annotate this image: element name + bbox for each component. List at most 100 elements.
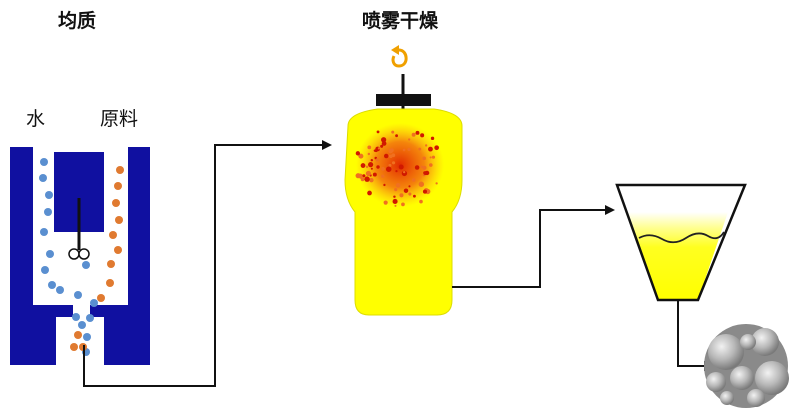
water-droplet <box>46 250 54 258</box>
spray-speck <box>381 141 387 146</box>
material-particle <box>109 231 117 239</box>
material-particle <box>114 246 122 254</box>
flow-line-to-collector <box>452 205 615 288</box>
material-particle <box>97 294 105 302</box>
powder-surface <box>638 231 725 244</box>
water-droplet <box>74 291 82 299</box>
spray-droplets <box>355 130 440 207</box>
spray-speck <box>383 200 388 205</box>
material-particle <box>74 331 82 339</box>
spray-speck <box>418 147 422 151</box>
spray-speck <box>367 145 372 150</box>
spray-speck <box>375 158 379 162</box>
spray-speck <box>429 156 432 159</box>
spray-speck <box>408 185 411 188</box>
spray-speck <box>402 148 406 152</box>
spray-speck <box>394 204 397 207</box>
material-particle <box>107 260 115 268</box>
spray-speck <box>430 136 435 141</box>
collection-funnel <box>615 183 747 302</box>
spray-speck <box>395 183 401 188</box>
homogenizer-left-wall <box>10 147 73 365</box>
spray-speck <box>407 147 411 152</box>
spray-speck <box>372 172 377 177</box>
material-particle <box>116 166 124 174</box>
water-droplet <box>82 261 90 269</box>
spray-speck <box>428 163 433 167</box>
flow-line-to-particles <box>677 300 714 371</box>
spray-speck <box>393 195 396 198</box>
spray-speck <box>369 177 374 183</box>
spray-speck <box>420 165 423 168</box>
spray-speck <box>376 165 380 169</box>
material-particle <box>106 279 114 287</box>
powder-particles-image <box>704 324 789 408</box>
water-droplet <box>86 314 94 322</box>
spray-speck <box>403 170 406 174</box>
spray-speck <box>422 165 427 170</box>
homogenizer-right-wall <box>90 147 150 365</box>
spray-speck <box>395 169 398 173</box>
spray-dryer <box>344 45 463 316</box>
spray-speck <box>388 148 393 154</box>
spray-speck <box>431 155 436 159</box>
spray-speck <box>381 166 385 171</box>
spray-speck <box>362 174 366 178</box>
material-particle <box>70 343 78 351</box>
spray-speck <box>383 153 389 159</box>
spray-speck <box>419 199 423 204</box>
spray-speck <box>383 183 386 187</box>
water-droplet <box>72 313 80 321</box>
spray-speck <box>376 130 380 134</box>
spray-speck <box>377 147 381 150</box>
spray-speck <box>359 175 363 179</box>
spray-speck <box>411 178 416 182</box>
flow-line-to-dryer <box>83 140 332 387</box>
spray-speck <box>413 194 416 198</box>
spray-speck <box>370 167 373 170</box>
spray-speck <box>420 133 425 138</box>
spray-speck <box>388 154 391 158</box>
water-droplet <box>40 228 48 236</box>
water-droplet <box>56 286 64 294</box>
water-droplets <box>39 158 98 356</box>
spray-speck <box>395 134 399 138</box>
label-homogenize: 均质 <box>58 10 97 32</box>
water-droplet <box>48 281 56 289</box>
spray-speck <box>414 165 420 170</box>
water-droplet <box>40 158 48 166</box>
dryer-lid <box>376 94 431 106</box>
spray-speck <box>418 181 425 187</box>
spray-speck <box>370 158 374 162</box>
rotation-arrow-icon <box>391 45 408 68</box>
spray-speck <box>423 171 427 175</box>
spray-speck <box>434 145 440 151</box>
spray-speck <box>391 130 395 134</box>
spray-speck <box>428 146 433 152</box>
spray-speck <box>358 153 364 159</box>
material-particle <box>112 199 120 207</box>
water-droplet <box>78 321 86 329</box>
funnel-outline <box>615 183 747 302</box>
homogenizer <box>10 147 150 365</box>
spray-speck <box>360 163 366 168</box>
spray-speck <box>422 156 426 161</box>
spray-speck <box>408 138 411 141</box>
impeller-icon <box>68 248 90 260</box>
spray-speck <box>355 151 361 156</box>
spray-speck <box>399 193 404 198</box>
spray-speck <box>422 189 428 194</box>
material-particle <box>114 182 122 190</box>
label-water: 水 <box>26 108 46 130</box>
raw-material-particles <box>70 166 124 351</box>
spray-speck <box>435 182 438 185</box>
spray-speck <box>388 163 392 167</box>
material-particle <box>115 216 123 224</box>
spray-speck <box>392 198 398 205</box>
label-spray-dry: 喷雾干燥 <box>362 10 439 32</box>
spray-speck <box>385 166 392 172</box>
spray-speck <box>394 188 398 192</box>
spray-speck <box>367 190 372 196</box>
spray-speck <box>398 164 404 170</box>
